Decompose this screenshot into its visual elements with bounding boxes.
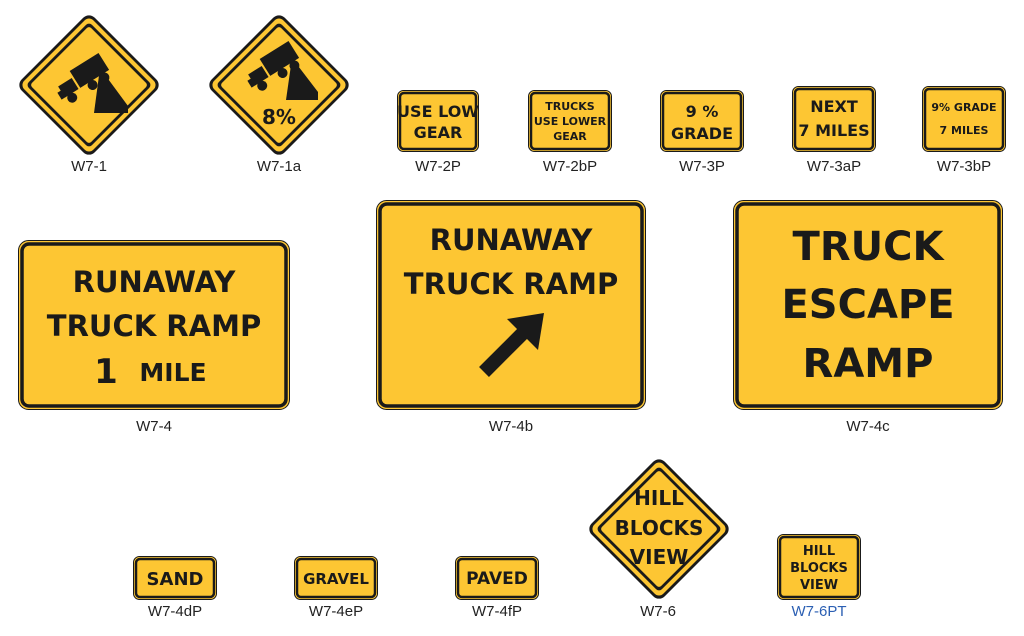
sign-line-1: SAND bbox=[147, 569, 204, 590]
sign-line-2: TRUCK RAMP bbox=[404, 267, 618, 301]
sign-line-1: 9 % bbox=[686, 102, 719, 121]
truck-on-downgrade-icon bbox=[57, 52, 128, 113]
distance-unit: MILE bbox=[139, 358, 206, 387]
sign-line-1: RUNAWAY bbox=[430, 223, 594, 257]
sign-w7-6: HILL BLOCKS VIEW bbox=[589, 459, 729, 599]
caption-w7-3ap: W7-3aP bbox=[806, 158, 862, 175]
caption-w7-3p: W7-3P bbox=[679, 158, 725, 175]
sign-line-1: NEXT bbox=[810, 97, 858, 116]
sign-line-3: GEAR bbox=[553, 130, 587, 143]
sign-w7-4fp: PAVED bbox=[455, 556, 539, 600]
sign-w7-1a: 8% bbox=[209, 15, 349, 155]
sign-line-1: TRUCK bbox=[793, 224, 946, 270]
diagonal-up-right-arrow-icon bbox=[479, 313, 544, 377]
sign-line-3: VIEW bbox=[630, 545, 689, 569]
sign-line-1: USE LOW bbox=[397, 102, 479, 121]
caption-w7-6pt-link[interactable]: W7-6PT bbox=[791, 603, 847, 620]
caption-w7-3bp: W7-3bP bbox=[936, 158, 992, 175]
grade-percent-text: 8% bbox=[262, 105, 296, 129]
sign-line-1: 9% GRADE bbox=[931, 101, 996, 114]
sign-line-2: BLOCKS bbox=[615, 516, 704, 540]
caption-w7-4fp: W7-4fP bbox=[471, 603, 523, 620]
distance-number: 1 bbox=[94, 352, 118, 392]
caption-w7-4c: W7-4c bbox=[846, 418, 890, 435]
sign-line-2: USE LOWER bbox=[534, 115, 607, 128]
sign-w7-6pt: HILL BLOCKS VIEW bbox=[777, 534, 861, 600]
sign-w7-4: RUNAWAY TRUCK RAMP 1 MILE bbox=[18, 240, 290, 410]
caption-w7-1a: W7-1a bbox=[256, 158, 302, 175]
sign-line-2: 7 MILES bbox=[940, 124, 989, 137]
truck-on-downgrade-icon bbox=[247, 40, 318, 100]
sign-w7-3p: 9 % GRADE bbox=[660, 90, 744, 152]
sign-w7-4dp: SAND bbox=[133, 556, 217, 600]
sign-line-2: BLOCKS bbox=[790, 561, 848, 576]
sign-w7-2p: USE LOW GEAR bbox=[397, 90, 479, 152]
sign-w7-3ap: NEXT 7 MILES bbox=[792, 86, 876, 152]
caption-w7-2p: W7-2P bbox=[415, 158, 461, 175]
caption-w7-2bp: W7-2bP bbox=[542, 158, 598, 175]
sign-w7-4ep: GRAVEL bbox=[294, 556, 378, 600]
sign-line-2: ESCAPE bbox=[781, 282, 954, 328]
sign-w7-2bp: TRUCKS USE LOWER GEAR bbox=[528, 90, 612, 152]
sign-line-2: GRADE bbox=[671, 124, 733, 143]
sign-w7-4c: TRUCK ESCAPE RAMP bbox=[733, 200, 1003, 410]
sign-w7-4b: RUNAWAY TRUCK RAMP bbox=[376, 200, 646, 410]
sign-w7-1 bbox=[19, 15, 159, 155]
sign-line-3: RAMP bbox=[803, 341, 934, 387]
caption-w7-6: W7-6 bbox=[640, 603, 676, 620]
sign-w7-3bp: 9% GRADE 7 MILES bbox=[922, 86, 1006, 152]
caption-w7-4: W7-4 bbox=[136, 418, 172, 435]
sign-line-2: 7 MILES bbox=[798, 121, 869, 140]
sign-line-1: PAVED bbox=[466, 569, 528, 589]
caption-w7-4ep: W7-4eP bbox=[308, 603, 364, 620]
sign-line-1: HILL bbox=[803, 544, 835, 559]
caption-w7-4dp: W7-4dP bbox=[147, 603, 203, 620]
caption-w7-1: W7-1 bbox=[71, 158, 107, 175]
sign-line-1: GRAVEL bbox=[303, 570, 369, 588]
sign-line-3: VIEW bbox=[800, 578, 838, 593]
sign-line-2: GEAR bbox=[414, 123, 463, 142]
sign-line-1: RUNAWAY bbox=[73, 265, 237, 299]
caption-w7-4b: W7-4b bbox=[488, 418, 534, 435]
sign-line-1: TRUCKS bbox=[545, 100, 595, 113]
sign-line-1: HILL bbox=[634, 486, 684, 510]
sign-line-2: TRUCK RAMP bbox=[47, 309, 261, 343]
